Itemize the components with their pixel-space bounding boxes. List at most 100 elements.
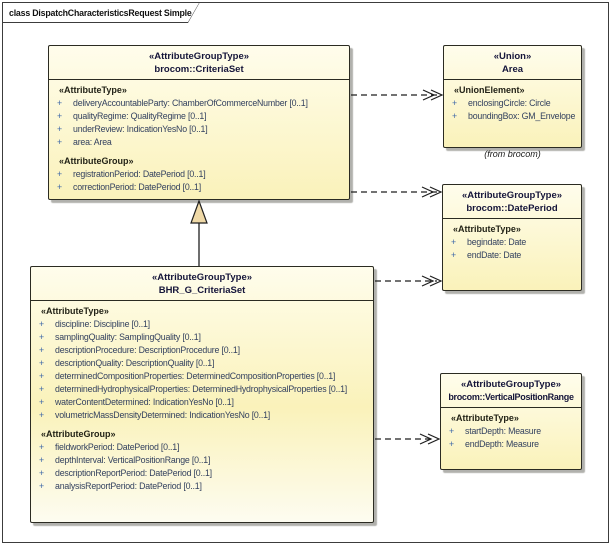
visibility-plus: + xyxy=(57,111,62,121)
visibility-plus: + xyxy=(451,250,456,260)
visibility-plus: + xyxy=(451,237,456,247)
class-box-brocom-criteriaset[interactable]: «AttributeGroupType» brocom::CriteriaSet… xyxy=(48,45,350,200)
attribute-row: + endDepth: Measure xyxy=(447,438,579,451)
visibility-plus: + xyxy=(57,124,62,134)
attribute-row: + waterContentDetermined: IndicationYesNo… xyxy=(37,396,371,409)
visibility-plus: + xyxy=(39,332,44,342)
attribute-text: registrationPeriod: DatePeriod [0..1] xyxy=(73,169,206,179)
attribute-row: + descriptionQuality: DescriptionQuality … xyxy=(37,357,371,370)
visibility-plus: + xyxy=(452,111,457,121)
stereotype-label: «AttributeGroupType» xyxy=(460,379,562,390)
attribute-text: underReview: IndicationYesNo [0..1] xyxy=(73,124,208,134)
attribute-row: + depthInterval: VerticalPositionRange [0… xyxy=(37,454,371,467)
visibility-plus: + xyxy=(57,98,62,108)
class-box-brocom-verticalpositionrange[interactable]: «AttributeGroupType» brocom::VerticalPos… xyxy=(440,373,582,470)
attribute-text: fieldworkPeriod: DatePeriod [0..1] xyxy=(55,442,180,452)
class-box-area-union[interactable]: «Union» Area «UnionElement» + enclosingCi… xyxy=(443,45,582,148)
section-label: «AttributeType» xyxy=(59,85,127,95)
attribute-text: deliveryAccountableParty: ChamberOfComme… xyxy=(73,98,308,108)
visibility-plus: + xyxy=(39,345,44,355)
attribute-row: + qualityRegime: QualityRegime [0..1] xyxy=(55,110,347,123)
attribute-row: + deliveryAccountableParty: ChamberOfComm… xyxy=(55,97,347,110)
attribute-row: + underReview: IndicationYesNo [0..1] xyxy=(55,123,347,136)
section-label: «AttributeType» xyxy=(453,224,521,234)
from-brocom-note: (from brocom) xyxy=(484,149,541,159)
section-label: «AttributeType» xyxy=(41,306,109,316)
attribute-text: correctionPeriod: DatePeriod [0..1] xyxy=(73,182,201,192)
attribute-row: + begindate: Date xyxy=(449,236,579,249)
diagram-frame-tab: class DispatchCharacteristicsRequest Sim… xyxy=(2,2,200,23)
section-label: «AttributeGroup» xyxy=(59,156,134,166)
attribute-row: + boundingBox: GM_Envelope xyxy=(450,110,579,123)
visibility-plus: + xyxy=(449,426,454,436)
class-header: «AttributeGroupType» BHR_G_CriteriaSet xyxy=(31,267,373,301)
class-box-bhr-g-criteriaset[interactable]: «AttributeGroupType» BHR_G_CriteriaSet «… xyxy=(30,266,374,523)
attribute-text: startDepth: Measure xyxy=(465,426,541,436)
attribute-text: determinedHydrophysicalProperties: Deter… xyxy=(55,384,348,394)
attribute-text: depthInterval: VerticalPositionRange [0.… xyxy=(55,455,211,465)
class-name: brocom::DatePeriod xyxy=(466,203,558,214)
attributes-compartment: «AttributeType» + deliveryAccountablePart… xyxy=(49,80,349,194)
visibility-plus: + xyxy=(39,358,44,368)
stereotype-label: «AttributeGroupType» xyxy=(151,272,253,283)
section-label: «AttributeType» xyxy=(451,413,519,423)
attribute-row: + analysisReportPeriod: DatePeriod [0..1] xyxy=(37,480,371,493)
class-header: «AttributeGroupType» brocom::DatePeriod xyxy=(443,185,581,219)
class-name: Area xyxy=(501,64,524,75)
attribute-row: + discipline: Discipline [0..1] xyxy=(37,318,371,331)
visibility-plus: + xyxy=(449,439,454,449)
attribute-row: + descriptionProcedure: DescriptionProced… xyxy=(37,344,371,357)
stereotype-label: «AttributeGroupType» xyxy=(461,190,563,201)
attribute-text: enclosingCircle: Circle xyxy=(468,98,551,108)
visibility-plus: + xyxy=(452,98,457,108)
visibility-plus: + xyxy=(39,468,44,478)
visibility-plus: + xyxy=(39,410,44,420)
attribute-text: descriptionReportPeriod: DatePeriod [0..… xyxy=(55,468,212,478)
attribute-text: waterContentDetermined: IndicationYesNo … xyxy=(55,397,234,407)
class-name: brocom::CriteriaSet xyxy=(154,64,244,75)
attribute-text: discipline: Discipline [0..1] xyxy=(55,319,150,329)
attribute-text: analysisReportPeriod: DatePeriod [0..1] xyxy=(55,481,202,491)
visibility-plus: + xyxy=(57,137,62,147)
attribute-row: +samplingQuality: SamplingQuality [0..1] xyxy=(37,331,371,344)
attribute-text: volumetricMassDensityDetermined: Indicat… xyxy=(55,410,271,420)
section-label: «UnionElement» xyxy=(454,85,525,95)
attribute-text: descriptionProcedure: DescriptionProcedu… xyxy=(55,345,240,355)
attribute-row: + descriptionReportPeriod: DatePeriod [0.… xyxy=(37,467,371,480)
class-name: brocom::VerticalPositionRange xyxy=(448,392,574,402)
class-box-brocom-dateperiod[interactable]: «AttributeGroupType» brocom::DatePeriod … xyxy=(442,184,582,291)
visibility-plus: + xyxy=(39,442,44,452)
attribute-row: + endDate: Date xyxy=(449,249,579,262)
stereotype-label: «Union» xyxy=(493,51,532,62)
visibility-plus: + xyxy=(39,455,44,465)
attributes-compartment: «AttributeType» + discipline: Discipline … xyxy=(31,301,373,493)
visibility-plus: + xyxy=(39,397,44,407)
attributes-compartment: «UnionElement» +enclosingCircle: Circle … xyxy=(444,80,581,123)
visibility-plus: + xyxy=(39,481,44,491)
visibility-plus: + xyxy=(39,371,44,381)
class-header: «AttributeGroupType» brocom::CriteriaSet xyxy=(49,46,349,80)
attribute-text: determinedCompositionProperties: Determi… xyxy=(55,371,336,381)
attribute-text: area: Area xyxy=(73,137,112,147)
stereotype-label: «AttributeGroupType» xyxy=(148,51,250,62)
visibility-plus: + xyxy=(39,319,44,329)
class-header: «AttributeGroupType» brocom::VerticalPos… xyxy=(441,374,581,408)
attribute-row: + enclosingCircle: Circle xyxy=(450,97,579,110)
attribute-row: + determinedHydrophysicalProperties: Dete… xyxy=(37,383,371,396)
visibility-plus: + xyxy=(39,384,44,394)
attribute-text: endDepth: Measure xyxy=(465,439,539,449)
attribute-text: qualityRegime: QualityRegime [0..1] xyxy=(73,111,207,121)
attribute-row: + area: Area xyxy=(55,136,347,149)
class-name: BHR_G_CriteriaSet xyxy=(158,285,246,296)
attribute-row: + volumetricMassDensityDetermined: Indica… xyxy=(37,409,371,422)
diagram-title: class DispatchCharacteristicsRequest Sim… xyxy=(9,7,192,18)
attribute-text: begindate: Date xyxy=(467,237,527,247)
attribute-text: endDate: Date xyxy=(467,250,522,260)
attribute-text: boundingBox: GM_Envelope xyxy=(468,111,576,121)
attributes-compartment: «AttributeType» + startDepth: Measure + en… xyxy=(441,408,581,451)
attributes-compartment: «AttributeType» + begindate: Date + endDat… xyxy=(443,219,581,262)
visibility-plus: + xyxy=(57,169,62,179)
attribute-text: descriptionQuality: DescriptionQuality [… xyxy=(55,358,215,368)
